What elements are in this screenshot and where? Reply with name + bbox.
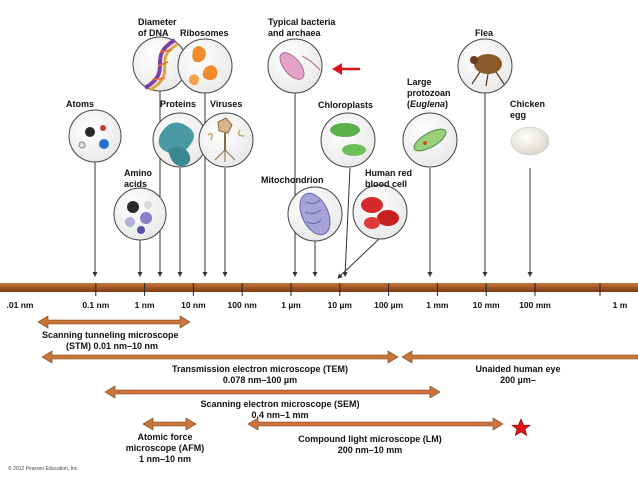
- tick-label: 10 nm: [181, 300, 206, 310]
- copyright: © 2012 Pearson Education, Inc.: [8, 466, 79, 472]
- viruses-image: [198, 112, 254, 168]
- mitochondrion-label: Mitochondrion: [261, 175, 324, 185]
- dna-image: [132, 36, 188, 92]
- sem-range-arrow: [104, 385, 441, 399]
- lm-label: Compound light microscope (LM)200 nm–10 …: [298, 434, 442, 455]
- tick-label: 1 µm: [281, 300, 301, 310]
- star-icon: [511, 418, 531, 437]
- sem-label: Scanning electron microscope (SEM)0.4 nm…: [200, 399, 360, 420]
- chloroplasts-label: Chloroplasts: [318, 100, 374, 110]
- flea-label: Flea: [475, 28, 494, 38]
- euglena-label: (Euglena): [407, 99, 449, 109]
- afm-range-arrow: [142, 417, 197, 431]
- tick-marks: [95, 283, 601, 296]
- ribosomes-image: [177, 38, 233, 94]
- scale-axis: [0, 283, 638, 292]
- tick-label: 100 nm: [227, 300, 257, 310]
- atoms-image: [68, 109, 122, 163]
- eye-range-arrow: [401, 350, 638, 364]
- tick-label: 1 nm: [134, 300, 155, 310]
- leader-lines: [92, 90, 533, 279]
- tick-label: 10 µm: [327, 300, 352, 310]
- tick-label: 0.1 nm: [82, 300, 110, 310]
- tick-label: 10 mm: [472, 300, 500, 310]
- stm-label: Scanning tunneling microscope(STM) 0.01 …: [42, 330, 179, 351]
- proteins-image: [152, 112, 208, 168]
- viruses-label: Viruses: [210, 99, 243, 109]
- highlight-arrow-icon: [332, 63, 360, 75]
- stm-range-arrow: [37, 315, 191, 329]
- euglena-image: [402, 112, 458, 168]
- proteins-label: Proteins: [160, 99, 197, 109]
- bacteria-image: [267, 38, 323, 94]
- flea-image: [457, 38, 513, 94]
- tick-label: .01 nm: [6, 300, 34, 310]
- microscope-ranges: [37, 315, 638, 431]
- tick-label: 100 mm: [519, 300, 551, 310]
- tick-label: 1 m: [612, 300, 628, 310]
- red-blood-cell-image: [352, 184, 408, 240]
- tick-label: 1 mm: [426, 300, 449, 310]
- atoms-label: Atoms: [66, 99, 95, 109]
- chicken-egg-image: [510, 126, 550, 156]
- amino-acids-image: [113, 187, 167, 241]
- ribosomes-label: Ribosomes: [180, 28, 229, 38]
- mitochondrion-image: [287, 186, 343, 242]
- lm-range-arrow: [247, 417, 504, 431]
- chloroplasts-image: [320, 112, 376, 168]
- tem-label: Transmission electron microscope (TEM)0.…: [171, 364, 349, 385]
- tick-label: 100 µm: [374, 300, 404, 310]
- tem-range-arrow: [41, 350, 399, 364]
